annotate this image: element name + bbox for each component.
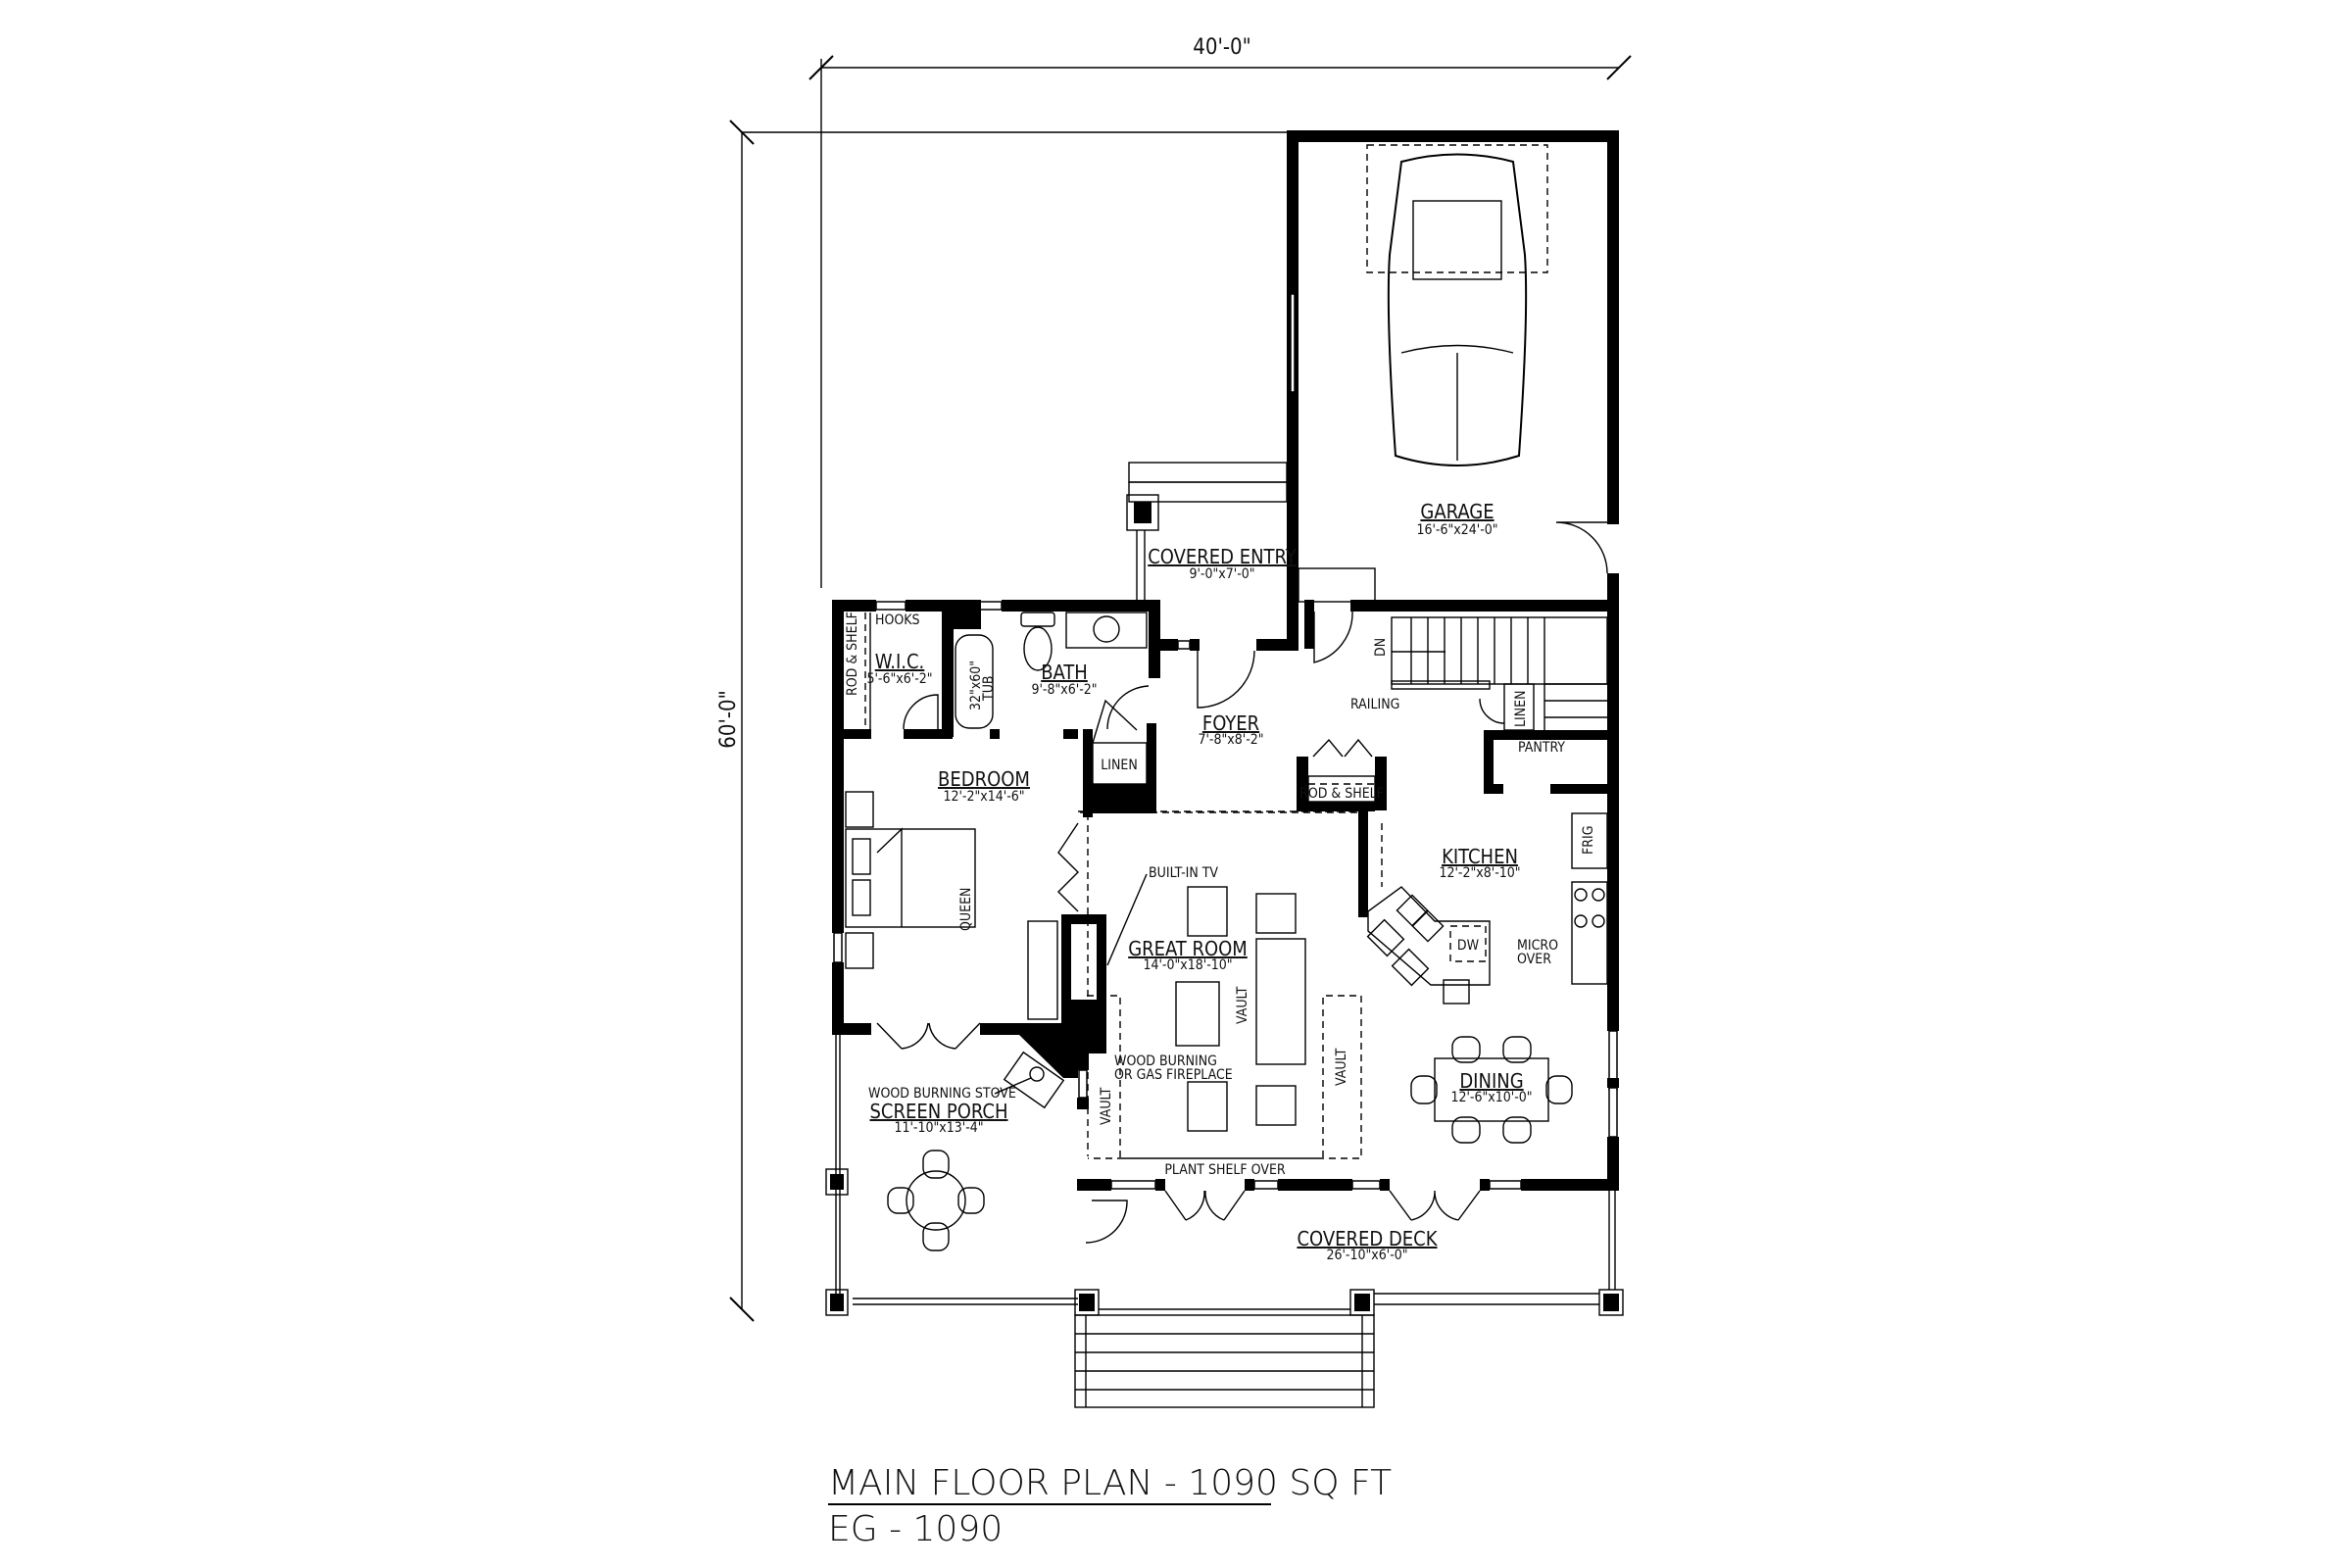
garage: GARAGE 16'-6"x24'-0" xyxy=(1287,130,1619,651)
fireplace-label-2: OR GAS FIREPLACE xyxy=(1114,1067,1233,1083)
foyer-rod-shelf-label: ROD & SHELF xyxy=(1299,786,1384,802)
linen-label: LINEN xyxy=(1101,758,1138,773)
hooks-label: HOOKS xyxy=(875,612,920,628)
dw-label: DW xyxy=(1457,938,1480,954)
depth-dimension: 60'-0" xyxy=(716,120,1293,1322)
width-label: 40'-0" xyxy=(1193,35,1250,60)
walk-in-closet: ROD & SHELF HOOKS W.I.C. 5'-6"x6'-2" xyxy=(845,612,939,730)
front-steps xyxy=(1074,1314,1375,1408)
stove-label: WOOD BURNING STOVE xyxy=(868,1086,1016,1102)
railing-label: RAILING xyxy=(1350,697,1399,712)
sink-icon xyxy=(1065,612,1148,649)
dining-label: DINING xyxy=(1459,1069,1523,1093)
plan-code: EG - 1090 xyxy=(828,1509,1003,1549)
great-room-size: 14'-0"x18'-10" xyxy=(1143,957,1232,973)
width-dimension: 40'-0" xyxy=(808,35,1632,588)
covered-deck-label: COVERED DECK xyxy=(1297,1227,1438,1250)
bath: 32"x60" TUB BATH 9'-8"x6'-2" xyxy=(955,612,1150,730)
kitchen: PANTRY FRIG MICRO OVER DW KITCHEN 12'-2"… xyxy=(1366,740,1608,1004)
screen-porch-label: SCREEN PORCH xyxy=(869,1100,1007,1123)
vault-label-3: VAULT xyxy=(1099,1087,1114,1125)
bath-label: BATH xyxy=(1041,661,1088,684)
covered-entry-label: COVERED ENTRY xyxy=(1148,545,1298,568)
toilet-icon xyxy=(1020,612,1055,671)
bedroom-label: BEDROOM xyxy=(938,767,1030,791)
vault-label-2: VAULT xyxy=(1334,1048,1349,1086)
queen-label: QUEEN xyxy=(958,888,974,931)
plan-title: MAIN FLOOR PLAN - 1090 SQ FT xyxy=(828,1463,1392,1503)
built-in-tv-label: BUILT-IN TV xyxy=(1149,865,1218,881)
bedroom-size: 12'-2"x14'-6" xyxy=(943,789,1024,805)
wic-size: 5'-6"x6'-2" xyxy=(866,671,932,687)
kitchen-label: KITCHEN xyxy=(1442,845,1518,868)
pantry-label: PANTRY xyxy=(1518,740,1565,756)
garage-size: 16'-6"x24'-0" xyxy=(1416,522,1497,538)
foyer-label: FOYER xyxy=(1202,711,1259,735)
wood-stove-icon xyxy=(1003,1051,1065,1109)
stair: DN RAILING LINEN xyxy=(1350,616,1608,731)
depth-label: 60'-0" xyxy=(716,690,741,748)
foyer: ROD & SHELF FOYER 7'-8"x8'-2" xyxy=(1197,611,1384,803)
great-room: BUILT-IN TV WOOD BURNING OR GAS FIREPLAC… xyxy=(1087,813,1362,1178)
covered-deck: COVERED DECK 26'-10"x6'-0" xyxy=(1074,1190,1624,1408)
down-label: DN xyxy=(1373,638,1389,657)
foyer-size: 7'-8"x8'-2" xyxy=(1198,732,1263,748)
frig-label: FRIG xyxy=(1581,826,1596,855)
tub-size-label: 32"x60" xyxy=(968,661,984,710)
covered-entry: COVERED ENTRY 9'-0"x7'-0" xyxy=(1126,462,1298,603)
stair-linen-label: LINEN xyxy=(1513,690,1529,727)
over-label: OVER xyxy=(1517,952,1551,967)
tub-label: TUB xyxy=(981,675,997,702)
title-block: MAIN FLOOR PLAN - 1090 SQ FT EG - 1090 xyxy=(828,1463,1392,1549)
vault-label-1: VAULT xyxy=(1235,986,1250,1024)
sink-icon xyxy=(1396,894,1445,943)
great-room-label: GREAT ROOM xyxy=(1128,937,1248,960)
dining: DINING 12'-6"x10'-0" xyxy=(1410,1036,1573,1144)
kitchen-size: 12'-2"x8'-10" xyxy=(1439,865,1520,881)
interior-walls xyxy=(832,600,1619,1054)
screen-porch-size: 11'-10"x13'-4" xyxy=(894,1120,983,1136)
wic-label: W.I.C. xyxy=(875,650,925,673)
dining-size: 12'-6"x10'-0" xyxy=(1450,1090,1532,1105)
queen-bed xyxy=(845,828,976,928)
bath-size: 9'-8"x6'-2" xyxy=(1031,682,1097,698)
porch-table xyxy=(887,1150,985,1251)
stove-icon xyxy=(1574,888,1605,928)
micro-label: MICRO xyxy=(1517,938,1558,954)
wic-rod-shelf-label: ROD & SHELF xyxy=(845,612,860,696)
sofa xyxy=(1255,938,1306,1065)
covered-deck-size: 26'-10"x6'-0" xyxy=(1326,1248,1407,1263)
plant-shelf-label: PLANT SHELF OVER xyxy=(1164,1162,1286,1178)
screen-porch: WOOD BURNING STOVE SCREEN PORCH 11'-10"x… xyxy=(825,1035,1128,1316)
covered-entry-size: 9'-0"x7'-0" xyxy=(1189,566,1254,582)
garage-label: GARAGE xyxy=(1420,500,1494,523)
fireplace-label-1: WOOD BURNING xyxy=(1114,1054,1217,1069)
dining-table xyxy=(1434,1057,1549,1122)
bedroom: QUEEN BEDROOM 12'-2"x14'-6" xyxy=(845,767,1079,1050)
linen-closet: LINEN xyxy=(1092,699,1148,785)
car-icon xyxy=(1387,153,1528,466)
